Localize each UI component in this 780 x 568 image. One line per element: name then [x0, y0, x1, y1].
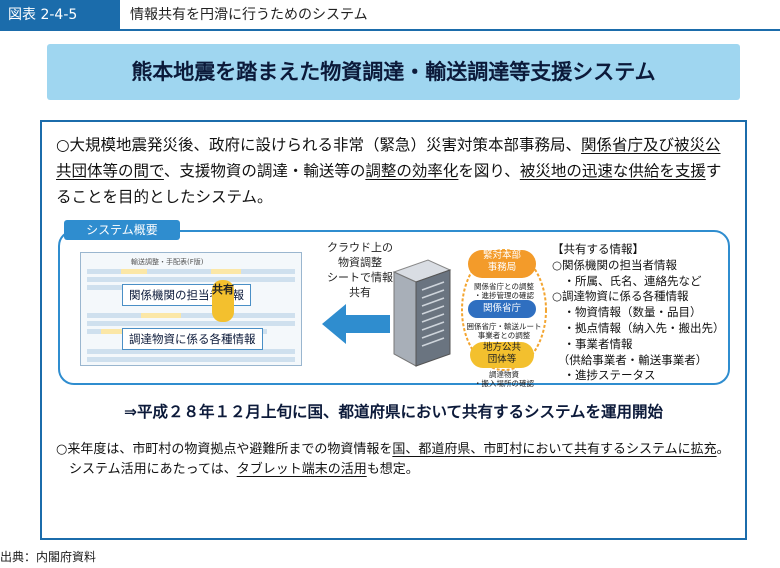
shared-badge-label: 共有	[212, 283, 234, 296]
header-rule	[0, 29, 780, 31]
note-underline: 国、都道府県、市町村において共有するシステムに拡充	[392, 442, 717, 457]
cloud-caption: クラウド上の 物資調整 シートで情報 共有	[310, 240, 410, 300]
figure-header: 図表 2-4-5 情報共有を円滑に行うためのシステム	[0, 0, 780, 31]
note-underline: タブレット端末の活用	[236, 462, 367, 477]
sheet-cell	[211, 269, 241, 274]
sheet-cell	[141, 313, 181, 318]
info-item: ・所属、氏名、連絡先など	[552, 273, 702, 288]
org-hq: 緊対本部 事務局	[468, 250, 536, 278]
info-heading: 【共有する情報】	[552, 242, 644, 256]
org-local-note: 調達物資 ・搬入場所の確認	[474, 370, 534, 388]
intro-text-1: ○大規模地震発災後、政府に設けられる非常（緊急）災害対策本部事務局、	[56, 136, 582, 154]
note-text: システム活用にあたっては、	[56, 462, 237, 477]
sheet-cell	[121, 269, 147, 274]
callout-supply-info: 調達物資に係る各種情報	[122, 328, 263, 350]
info-item: ・拠点情報（納入先・搬出先）	[552, 320, 725, 335]
intro-underline-2: 調整の効率化	[365, 162, 459, 180]
note-1: ○来年度は、市町村の物資拠点や避難所までの物資情報を国、都道府県、市町村において…	[56, 440, 732, 460]
note-text: 。	[716, 442, 730, 457]
info-item: ・進捗ステータス	[552, 368, 656, 383]
org-hq-note: 関係省庁との調整 ・進捗管理の確認	[474, 282, 534, 300]
notes: ○来年度は、市町村の物資拠点や避難所までの物資情報を国、都道府県、市町村において…	[56, 440, 732, 480]
shared-badge: 共有	[212, 280, 234, 322]
sheet-row	[87, 349, 295, 354]
system-overview-tab: システム概要	[64, 220, 180, 240]
org-local-label: 地方公共 団体等	[482, 342, 521, 365]
org-local: 地方公共 団体等	[470, 342, 534, 368]
figure-number: 図表 2-4-5	[0, 0, 120, 30]
intro-paragraph: ○大規模地震発災後、政府に設けられる非常（緊急）災害対策本部事務局、関係省庁及び…	[56, 132, 734, 210]
note-text: も想定。	[366, 462, 419, 477]
left-arrow-icon	[322, 304, 390, 344]
system-overview-panel: 輸送調整・手配表(F版) 関係機関の担当者情報 調達物資に係る各種情報 共有 ク…	[58, 230, 730, 388]
sheet-title: 輸送調整・手配表(F版)	[131, 258, 204, 266]
figure-title: 情報共有を円滑に行うためのシステム	[130, 7, 368, 23]
org-ministries: 関係省庁	[468, 300, 536, 318]
org-ministries-note: 囲係省庁・輸送ルート 事業者との調整	[466, 322, 542, 340]
org-hq-label: 緊対本部 事務局	[482, 250, 521, 273]
sheet-row	[87, 321, 295, 326]
info-item: ○調達物資に係る各種情報	[552, 289, 689, 304]
info-item: ・事業者情報	[552, 336, 633, 351]
sheet-row	[87, 313, 295, 318]
note-2: システム活用にあたっては、タブレット端末の活用も想定。	[56, 460, 732, 480]
system-banner-title: 熊本地震を踏まえた物資調達・輸送調達等支援システム	[47, 44, 740, 100]
sheet-row	[87, 269, 295, 274]
intro-text-4: することを目的としたシステム。	[56, 162, 722, 206]
intro-underline-3: 被災地の迅速な供給を支援	[519, 162, 706, 180]
shared-info-list: 【共有する情報】 ○関係機関の担当者情報 ・所属、氏名、連絡先など ○調達物資に…	[552, 242, 727, 384]
cloud-caption-line: 物資調整	[338, 256, 382, 269]
sheet-row	[87, 277, 295, 282]
sheet-row	[87, 357, 295, 362]
info-item: （供給事業者・輸送事業者）	[552, 352, 708, 367]
source-note: 出典：内閣府資料	[0, 550, 97, 564]
cloud-caption-line: シートで情報	[327, 271, 393, 284]
sheet-cell	[101, 329, 131, 334]
cloud-caption-line: 共有	[349, 286, 371, 299]
info-item: ・物資情報（数量・品目）	[552, 305, 702, 320]
note-text: ○来年度は、市町村の物資拠点や避難所までの物資情報を	[56, 442, 393, 457]
intro-underline-1: 関係省庁及び被災公共団体等の間で	[56, 136, 721, 180]
operation-start-line: ⇒平成２８年１２月上旬に国、都道府県において共有するシステムを運用開始	[123, 403, 664, 421]
server-icon	[392, 259, 452, 367]
info-item: ○関係機関の担当者情報	[552, 257, 678, 272]
intro-text-2: 、支援物資の調達・輸送等の	[163, 162, 366, 180]
intro-text-3: を図り、	[458, 162, 520, 180]
cloud-caption-line: クラウド上の	[327, 241, 393, 254]
content-box: ○大規模地震発災後、政府に設けられる非常（緊急）災害対策本部事務局、関係省庁及び…	[40, 120, 747, 540]
